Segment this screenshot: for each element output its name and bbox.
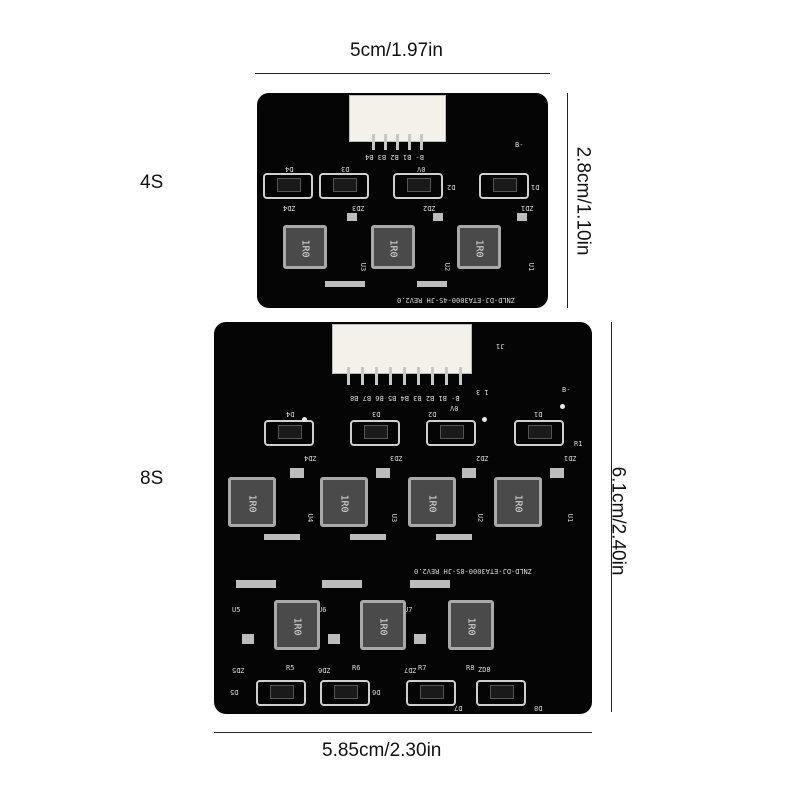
top-height-label: 2.8cm/1.10in — [572, 146, 594, 256]
inductor-top-2: 1R0 — [320, 477, 368, 527]
u7-label: U7 — [404, 606, 413, 614]
d8-label: D8 — [534, 704, 543, 712]
u6-label: U6 — [318, 606, 327, 614]
u2-label: U2 — [443, 262, 452, 272]
diode-top-2 — [350, 420, 400, 446]
revision-8s: ZNLD-DJ-ETA3000-8S-JH REV2.0 — [414, 567, 533, 575]
zd8-label: ZD8 — [478, 666, 491, 674]
u1-label-8s: U1 — [566, 513, 575, 523]
d1-top-label: D1 — [534, 410, 543, 418]
ground-label-4s: 0V — [417, 165, 426, 173]
inductor-bottom-1: 1R0 — [274, 600, 320, 650]
r6-label: R6 — [352, 664, 361, 672]
inductor-3: 1R0 — [457, 225, 501, 269]
diode-d2 — [393, 173, 443, 199]
revision-4s: ZNLD-DJ-ETA3000-4S-JH REV2.0 — [397, 296, 516, 304]
d6-label: D6 — [372, 688, 381, 696]
zd2-label: ZD2 — [423, 204, 436, 212]
u3-label: U3 — [359, 262, 368, 272]
inductor-bottom-2: 1R0 — [360, 600, 406, 650]
bottom-width-label: 5.85cm/2.30in — [322, 740, 442, 761]
d3-label: D3 — [341, 165, 350, 173]
inductor-1: 1R0 — [283, 225, 327, 269]
u5-label: U5 — [232, 606, 241, 614]
diode-bottom-6 — [320, 680, 370, 706]
d1-label: D1 — [531, 183, 540, 191]
diode-top-1 — [264, 420, 314, 446]
pcb-4s: B- B1 B2 B3 B4 B- 0V D4 D3 D2 D1 ZD4 ZD3… — [257, 93, 548, 308]
diode-bottom-7 — [406, 680, 456, 706]
pin-labels-4s: B- B1 B2 B3 B4 — [365, 153, 425, 161]
r1-top-label: R1 — [574, 440, 583, 448]
inductor-top-1: 1R0 — [228, 477, 276, 527]
r5-label: R5 — [286, 664, 295, 672]
bminus-label-8s: B- — [562, 386, 571, 394]
bottom-board-label: 8S — [140, 468, 164, 489]
top-height-arrow — [567, 93, 568, 308]
d7-label: D7 — [454, 704, 463, 712]
bottom-width-arrow — [214, 732, 592, 733]
connector-4s — [349, 95, 446, 150]
zd2-top-label: ZD2 — [476, 454, 489, 462]
d5-label: D5 — [230, 688, 239, 696]
d2-label: D2 — [447, 183, 456, 191]
inductor-top-4: 1R0 — [494, 477, 542, 527]
diode-bottom-8 — [476, 680, 526, 706]
inductor-2: 1R0 — [371, 225, 415, 269]
pcb-8s: J1 1 3 B- B1 B2 B3 B4 B5 B6 B7 B8 B- 0V … — [214, 322, 592, 714]
u2-label-8s: U2 — [476, 513, 485, 523]
top-width-arrow — [255, 73, 550, 74]
diode-d4 — [263, 173, 313, 199]
pin-labels-8s: B- B1 B2 B3 B4 B5 B6 B7 B8 — [350, 394, 460, 402]
r7-label: R7 — [418, 664, 427, 672]
bottom-height-label: 6.1cm/2.40in — [607, 466, 629, 576]
inductor-top-3: 1R0 — [408, 477, 456, 527]
d4-label: D4 — [285, 165, 294, 173]
inductor-bottom-3: 1R0 — [448, 600, 494, 650]
diode-d1 — [479, 173, 529, 199]
r8-label: R8 — [466, 664, 475, 672]
top-width-label: 5cm/1.97in — [350, 40, 443, 61]
diode-d3 — [319, 173, 369, 199]
d3-top-label: D3 — [372, 410, 381, 418]
d4-top-label: D4 — [286, 410, 295, 418]
d2-top-label: D2 — [428, 410, 437, 418]
diode-top-4 — [514, 420, 564, 446]
connector-8s — [332, 324, 472, 385]
zd3-top-label: ZD3 — [390, 454, 403, 462]
ground-label-8s: 0V — [450, 404, 459, 412]
u4-label: U4 — [306, 513, 315, 523]
zd5-label: ZD5 — [232, 666, 245, 674]
diode-bottom-5 — [256, 680, 306, 706]
zd3-label: ZD3 — [352, 204, 365, 212]
zd1-label: ZD1 — [521, 204, 534, 212]
zd1-top-label: ZD1 — [564, 454, 577, 462]
u3-label-8s: U3 — [390, 513, 399, 523]
bminus-label-4s: B- — [515, 141, 524, 149]
u1-label: U1 — [527, 262, 536, 272]
zd7-label: ZD7 — [404, 666, 417, 674]
bottom-height-arrow — [611, 322, 612, 712]
top-board-label: 4S — [140, 172, 164, 193]
zd4-label: ZD4 — [283, 204, 296, 212]
pin-index-8s: 1 3 — [476, 388, 489, 396]
diode-top-3 — [426, 420, 476, 446]
zd4-top-label: ZD4 — [304, 454, 317, 462]
zd6-label: ZD6 — [318, 666, 331, 674]
connector-label-8s: J1 — [496, 342, 505, 350]
